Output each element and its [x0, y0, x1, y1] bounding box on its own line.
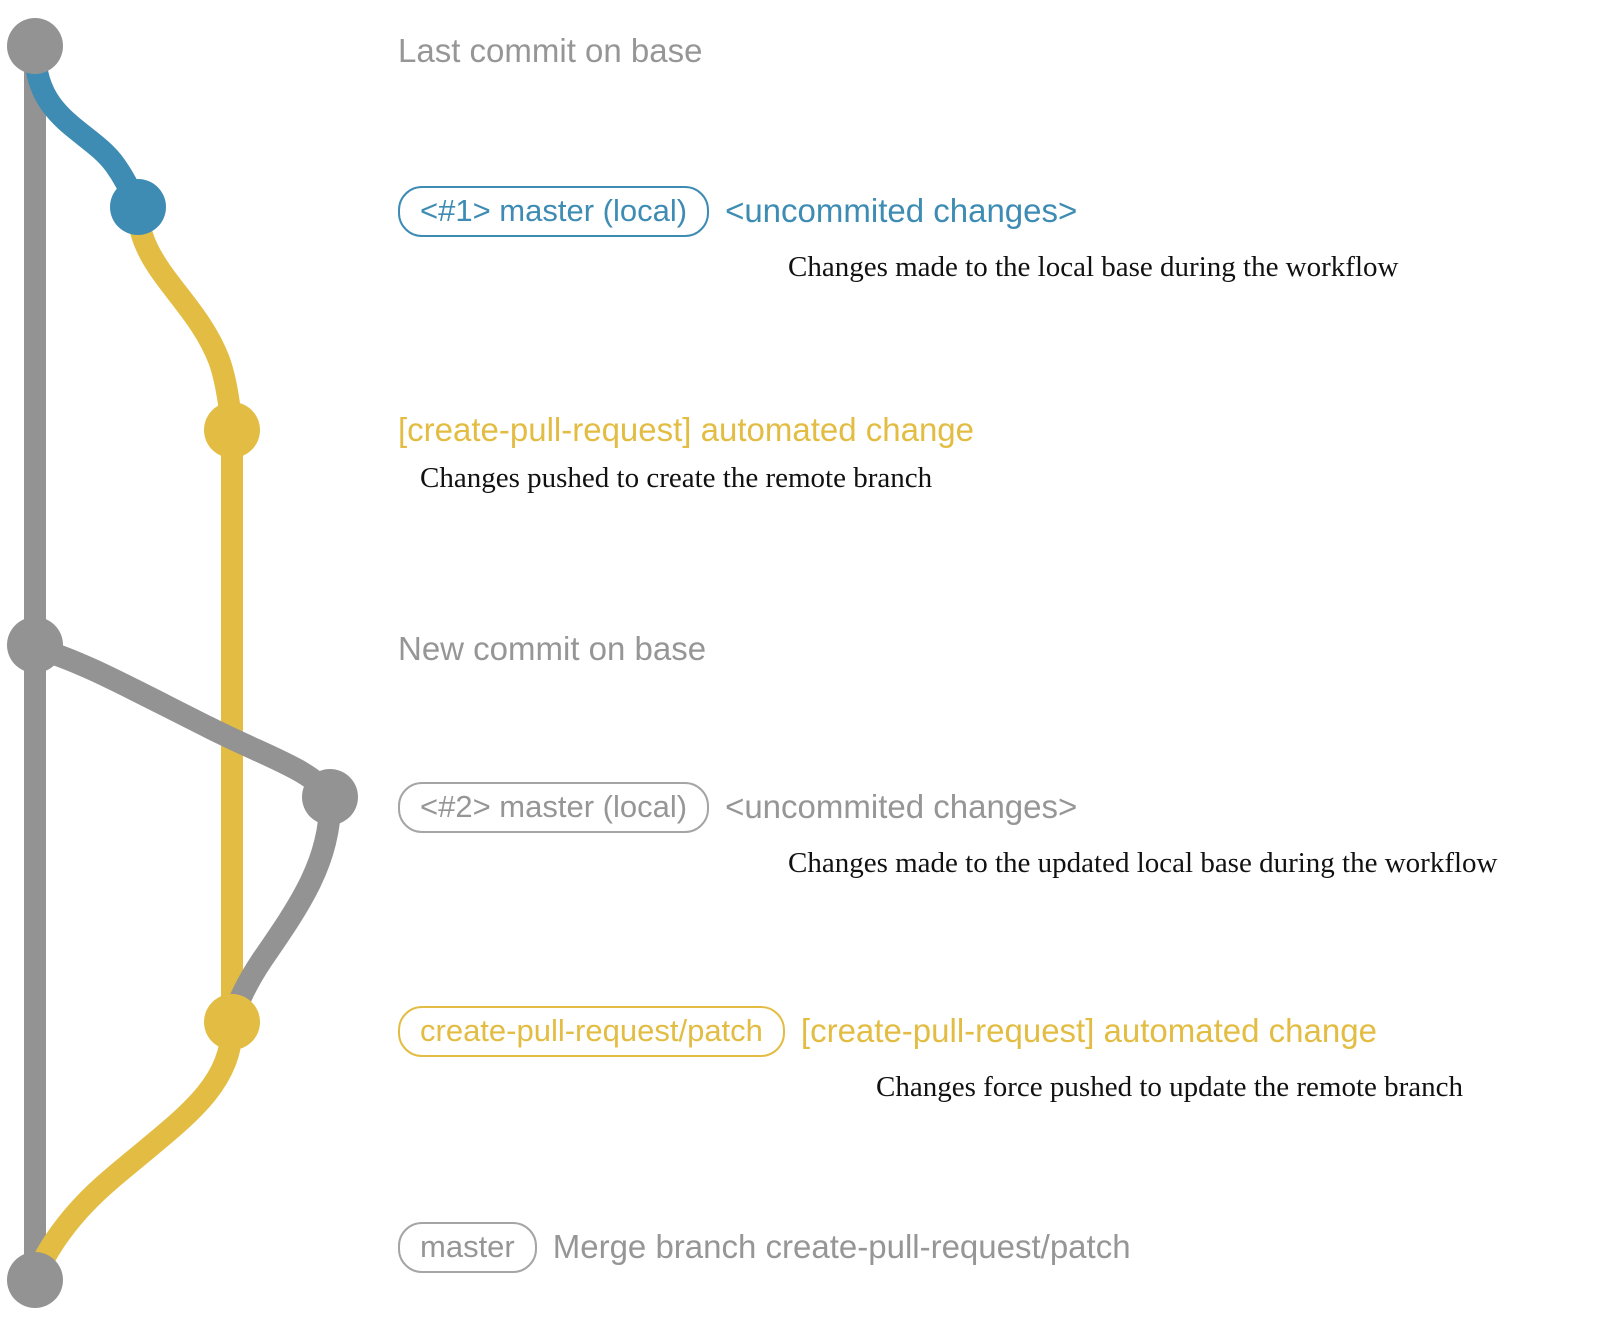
row-main: <#1> master (local) <uncommited changes> [398, 186, 1398, 237]
row-main: [create-pull-request] automated change [398, 411, 975, 448]
row-main: <#2> master (local) <uncommited changes> [398, 782, 1498, 833]
commit-subtext: Changes force pushed to update the remot… [876, 1071, 1464, 1103]
branch-pill-master-local-1[interactable]: <#1> master (local) [398, 186, 710, 237]
commit-node-base-merge[interactable] [7, 1252, 63, 1308]
commit-headline: Last commit on base [398, 32, 703, 69]
commit-node-patch-1[interactable] [204, 402, 260, 458]
row-automated-change-2: create-pull-request/patch [create-pull-r… [398, 1006, 1463, 1104]
commit-node-base-new[interactable] [7, 617, 63, 673]
row-local-change-2: <#2> master (local) <uncommited changes>… [398, 782, 1498, 880]
row-main: create-pull-request/patch [create-pull-r… [398, 1006, 1463, 1057]
row-merge-commit: master Merge branch create-pull-request/… [398, 1222, 1131, 1273]
patch-merge-curve [24, 1015, 243, 1291]
branch-pill-master-local-2[interactable]: <#2> master (local) [398, 782, 710, 833]
row-main: New commit on base [398, 630, 707, 667]
local-branch-curve-2 [24, 637, 341, 808]
commit-headline: <uncommited changes> [725, 192, 1078, 230]
commit-node-patch-2[interactable] [204, 994, 260, 1050]
commit-headline: <uncommited changes> [725, 788, 1078, 826]
commit-headline: [create-pull-request] automated change [398, 411, 975, 448]
row-local-change-1: <#1> master (local) <uncommited changes>… [398, 186, 1398, 284]
branch-pill-create-pull-request-patch[interactable]: create-pull-request/patch [398, 1006, 785, 1057]
row-main: Last commit on base [398, 32, 703, 69]
commit-subtext: Changes made to the updated local base d… [788, 847, 1498, 879]
row-new-commit-on-base: New commit on base [398, 630, 707, 667]
commit-subtext: Changes made to the local base during th… [788, 251, 1399, 283]
row-last-commit-on-base: Last commit on base [398, 32, 703, 69]
commit-node-local-2[interactable] [302, 769, 358, 825]
commit-node-base-top[interactable] [7, 18, 63, 74]
commit-headline: New commit on base [398, 630, 707, 667]
commit-headline: Merge branch create-pull-request/patch [552, 1228, 1131, 1266]
commit-subtext: Changes pushed to create the remote bran… [420, 462, 933, 495]
row-main: master Merge branch create-pull-request/… [398, 1222, 1131, 1273]
branch-pill-master[interactable]: master [398, 1222, 537, 1273]
commit-node-local-1[interactable] [110, 179, 166, 235]
row-automated-change-1: [create-pull-request] automated change C… [398, 411, 975, 496]
commit-headline: [create-pull-request] automated change [800, 1012, 1377, 1050]
